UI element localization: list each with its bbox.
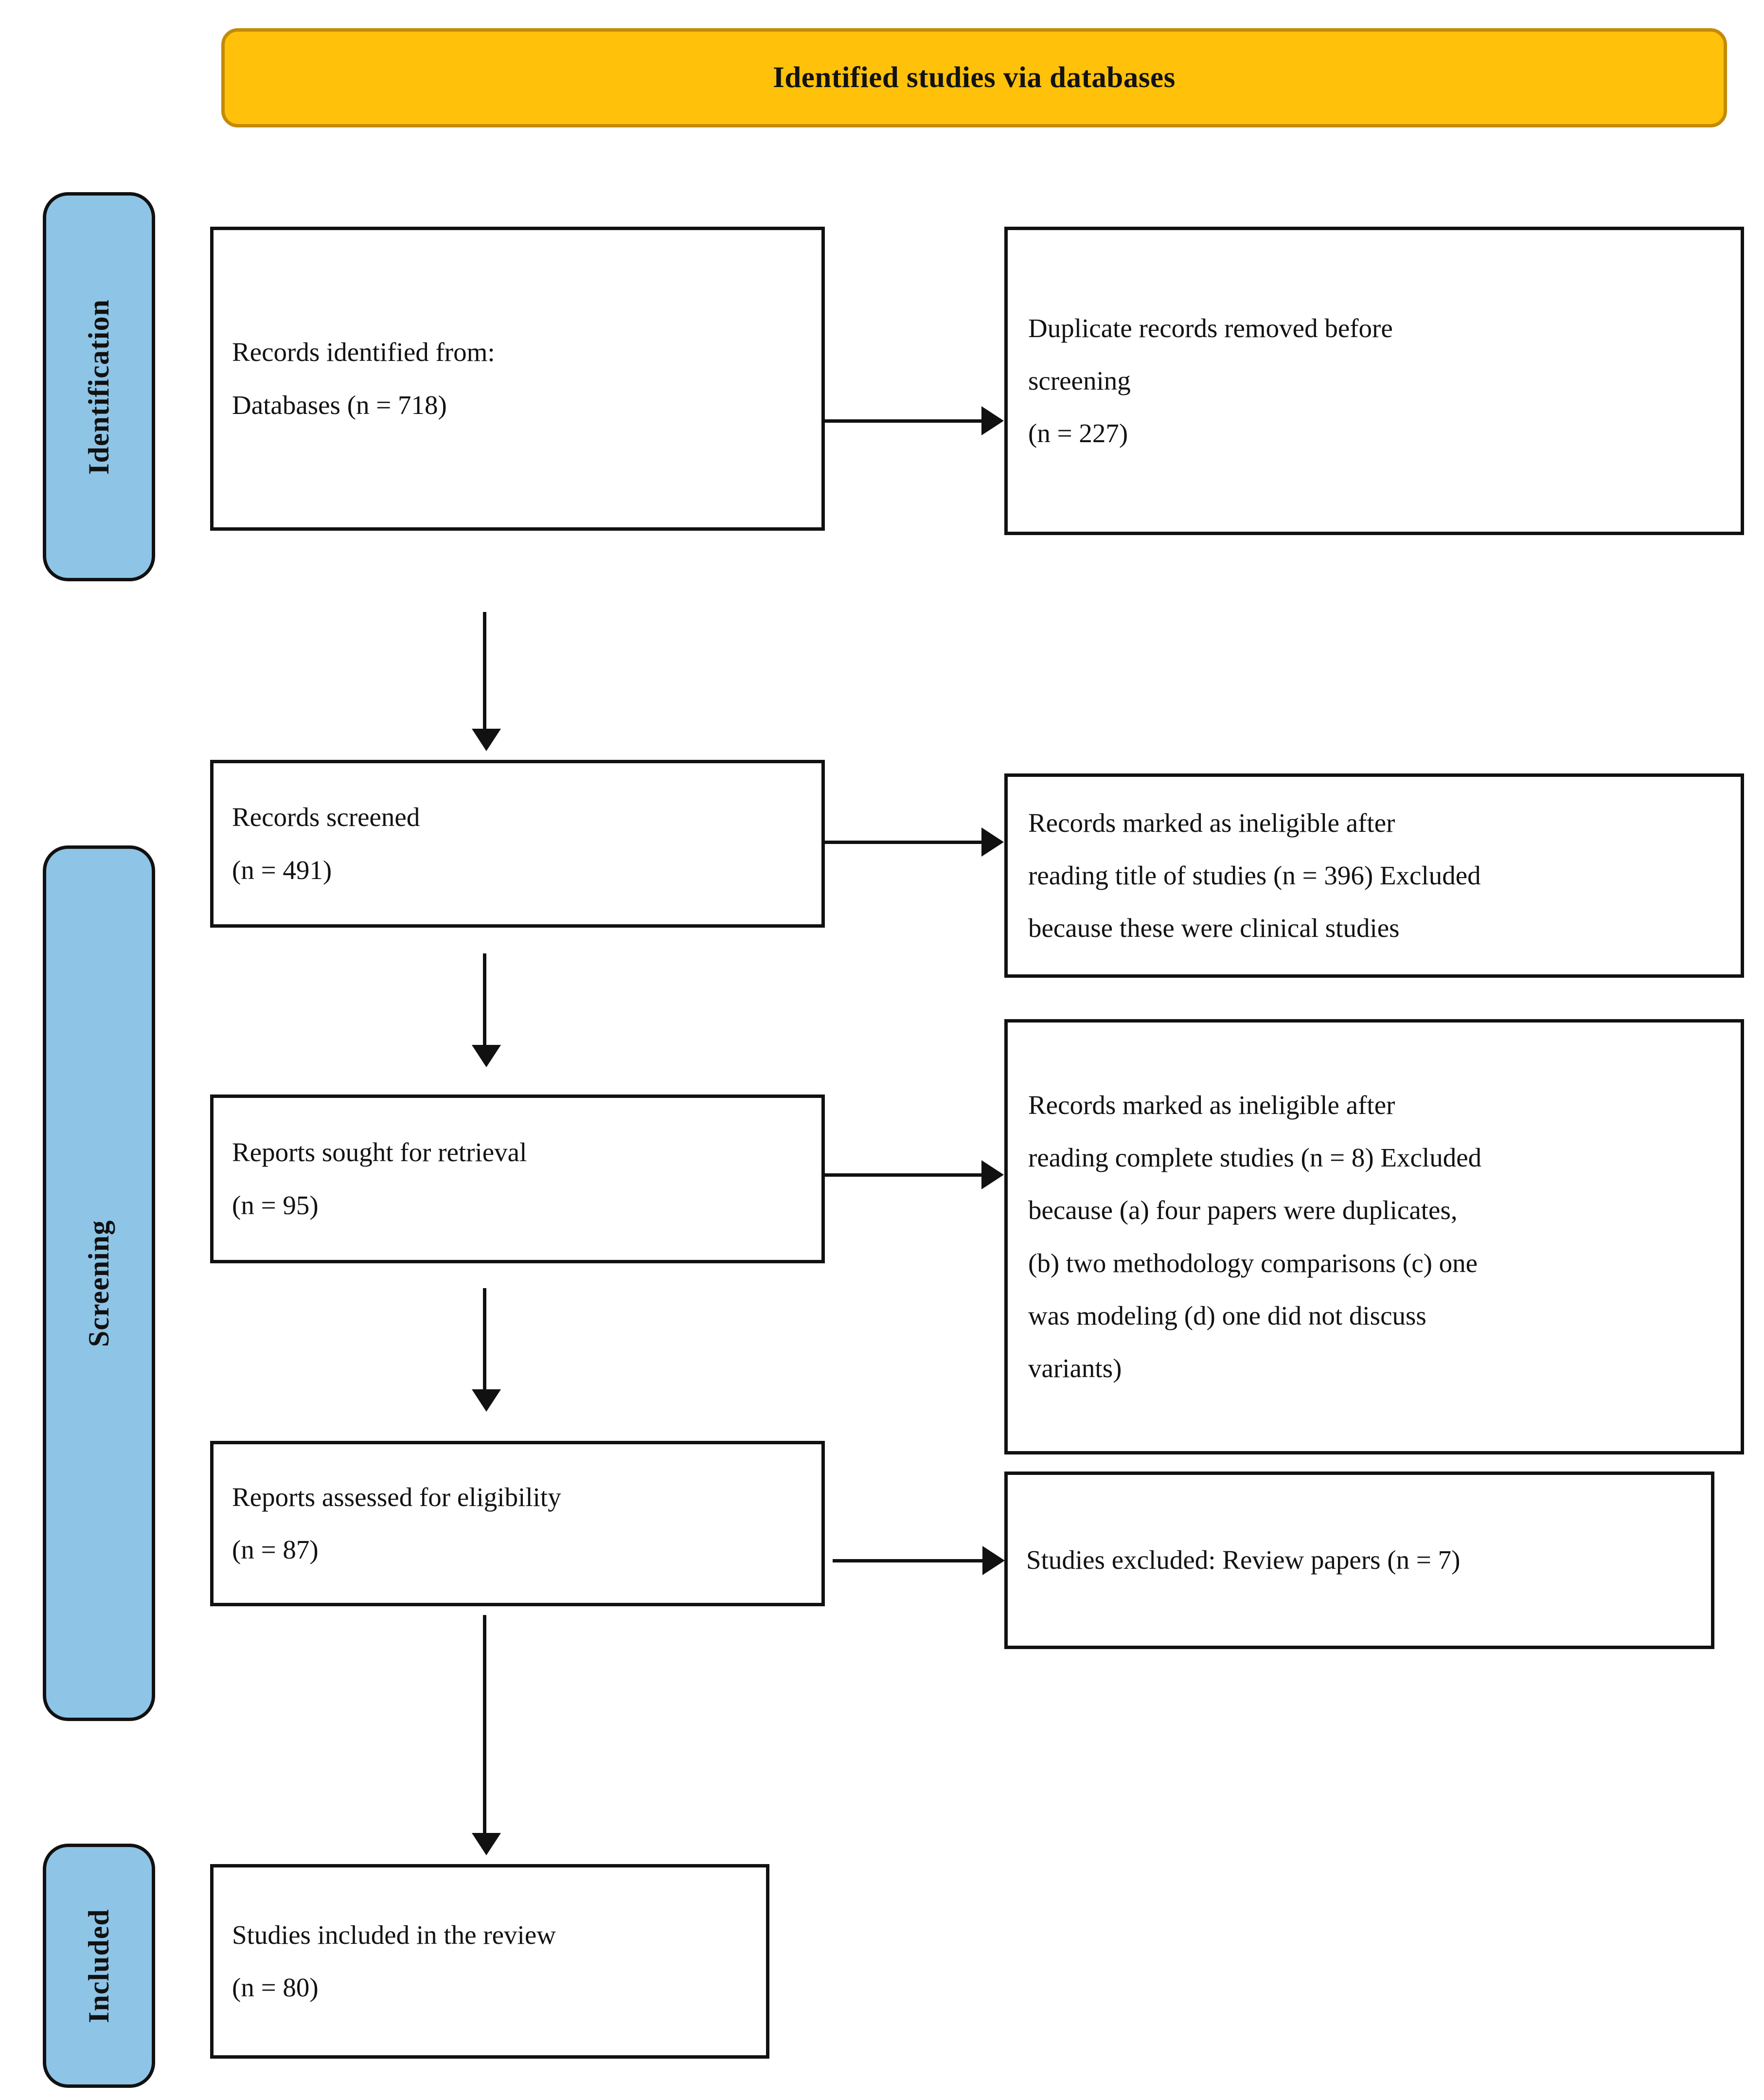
- stage-bar-identification: Identification: [43, 192, 155, 581]
- connector-assessed-to-review-excluded: [833, 1559, 988, 1562]
- box-duplicate-records-removed-line3: (n = 227): [1028, 418, 1128, 449]
- box-ineligible-after-full-text-line3: because (a) four papers were duplicates,: [1028, 1195, 1458, 1225]
- arrow-right-icon: [982, 1546, 1005, 1575]
- box-studies-included-line2: (n = 80): [232, 1973, 319, 2002]
- box-records-identified-line1: Records identified from:: [232, 337, 495, 367]
- box-ineligible-after-full-text-line1: Records marked as ineligible after: [1028, 1090, 1395, 1120]
- box-records-identified-line2: Databases (n = 718): [232, 390, 447, 420]
- box-reports-assessed-line1: Reports assessed for eligibility: [232, 1482, 561, 1512]
- box-ineligible-after-full-text-line5: was modeling (d) one did not discuss: [1028, 1300, 1426, 1330]
- box-ineligible-after-title: Records marked as ineligible after readi…: [1004, 773, 1744, 978]
- connector-identified-to-duplicates: [825, 419, 985, 423]
- stage-label-included: Included: [83, 1908, 115, 2023]
- box-ineligible-after-full-text-line6: variants): [1028, 1353, 1122, 1383]
- box-records-screened-line2: (n = 491): [232, 855, 332, 885]
- arrow-down-icon: [472, 729, 501, 751]
- stage-label-identification: Identification: [83, 299, 115, 475]
- arrow-down-icon: [472, 1045, 501, 1067]
- box-ineligible-after-full-text-line4: (b) two methodology comparisons (c) one: [1028, 1248, 1478, 1278]
- arrow-right-icon: [981, 406, 1004, 435]
- header-banner: Identified studies via databases: [221, 28, 1727, 127]
- box-ineligible-after-title-line1: Records marked as ineligible after: [1028, 808, 1395, 838]
- arrow-down-icon: [472, 1389, 501, 1412]
- box-reports-assessed: Reports assessed for eligibility (n = 87…: [210, 1441, 825, 1606]
- box-ineligible-after-full-text-line2: reading complete studies (n = 8) Exclude…: [1028, 1143, 1482, 1173]
- box-ineligible-after-title-line2: reading title of studies (n = 396) Exclu…: [1028, 860, 1481, 890]
- box-ineligible-after-full-text: Records marked as ineligible after readi…: [1004, 1019, 1744, 1454]
- stage-bar-included: Included: [43, 1844, 155, 2088]
- box-studies-excluded-review-line1: Studies excluded: Review papers (n = 7): [1026, 1545, 1461, 1575]
- box-reports-assessed-line2: (n = 87): [232, 1535, 319, 1564]
- box-duplicate-records-removed: Duplicate records removed before screeni…: [1004, 227, 1744, 535]
- box-studies-included: Studies included in the review (n = 80): [210, 1864, 769, 2059]
- connector-screened-to-sought: [483, 953, 486, 1048]
- stage-label-screening: Screening: [83, 1220, 115, 1347]
- arrow-down-icon: [472, 1833, 501, 1855]
- box-reports-sought-line2: (n = 95): [232, 1190, 319, 1220]
- connector-screened-to-ineligible-title: [825, 841, 985, 844]
- arrow-right-icon: [981, 1160, 1004, 1189]
- box-records-identified: Records identified from: Databases (n = …: [210, 227, 825, 531]
- box-records-screened-line1: Records screened: [232, 802, 420, 832]
- box-reports-sought-line1: Reports sought for retrieval: [232, 1137, 527, 1167]
- box-duplicate-records-removed-line2: screening: [1028, 365, 1131, 395]
- connector-sought-to-ineligible-full: [825, 1173, 985, 1177]
- stage-bar-screening: Screening: [43, 845, 155, 1721]
- arrow-right-icon: [981, 827, 1004, 857]
- box-reports-sought: Reports sought for retrieval (n = 95): [210, 1095, 825, 1263]
- header-banner-title: Identified studies via databases: [773, 61, 1176, 94]
- box-records-screened: Records screened (n = 491): [210, 760, 825, 928]
- connector-sought-to-assessed: [483, 1288, 486, 1393]
- connector-assessed-to-included: [483, 1615, 486, 1836]
- connector-identified-to-screened: [483, 612, 486, 734]
- box-duplicate-records-removed-line1: Duplicate records removed before: [1028, 313, 1393, 343]
- box-studies-excluded-review: Studies excluded: Review papers (n = 7): [1004, 1472, 1714, 1649]
- box-studies-included-line1: Studies included in the review: [232, 1920, 556, 1950]
- box-ineligible-after-title-line3: because these were clinical studies: [1028, 913, 1400, 943]
